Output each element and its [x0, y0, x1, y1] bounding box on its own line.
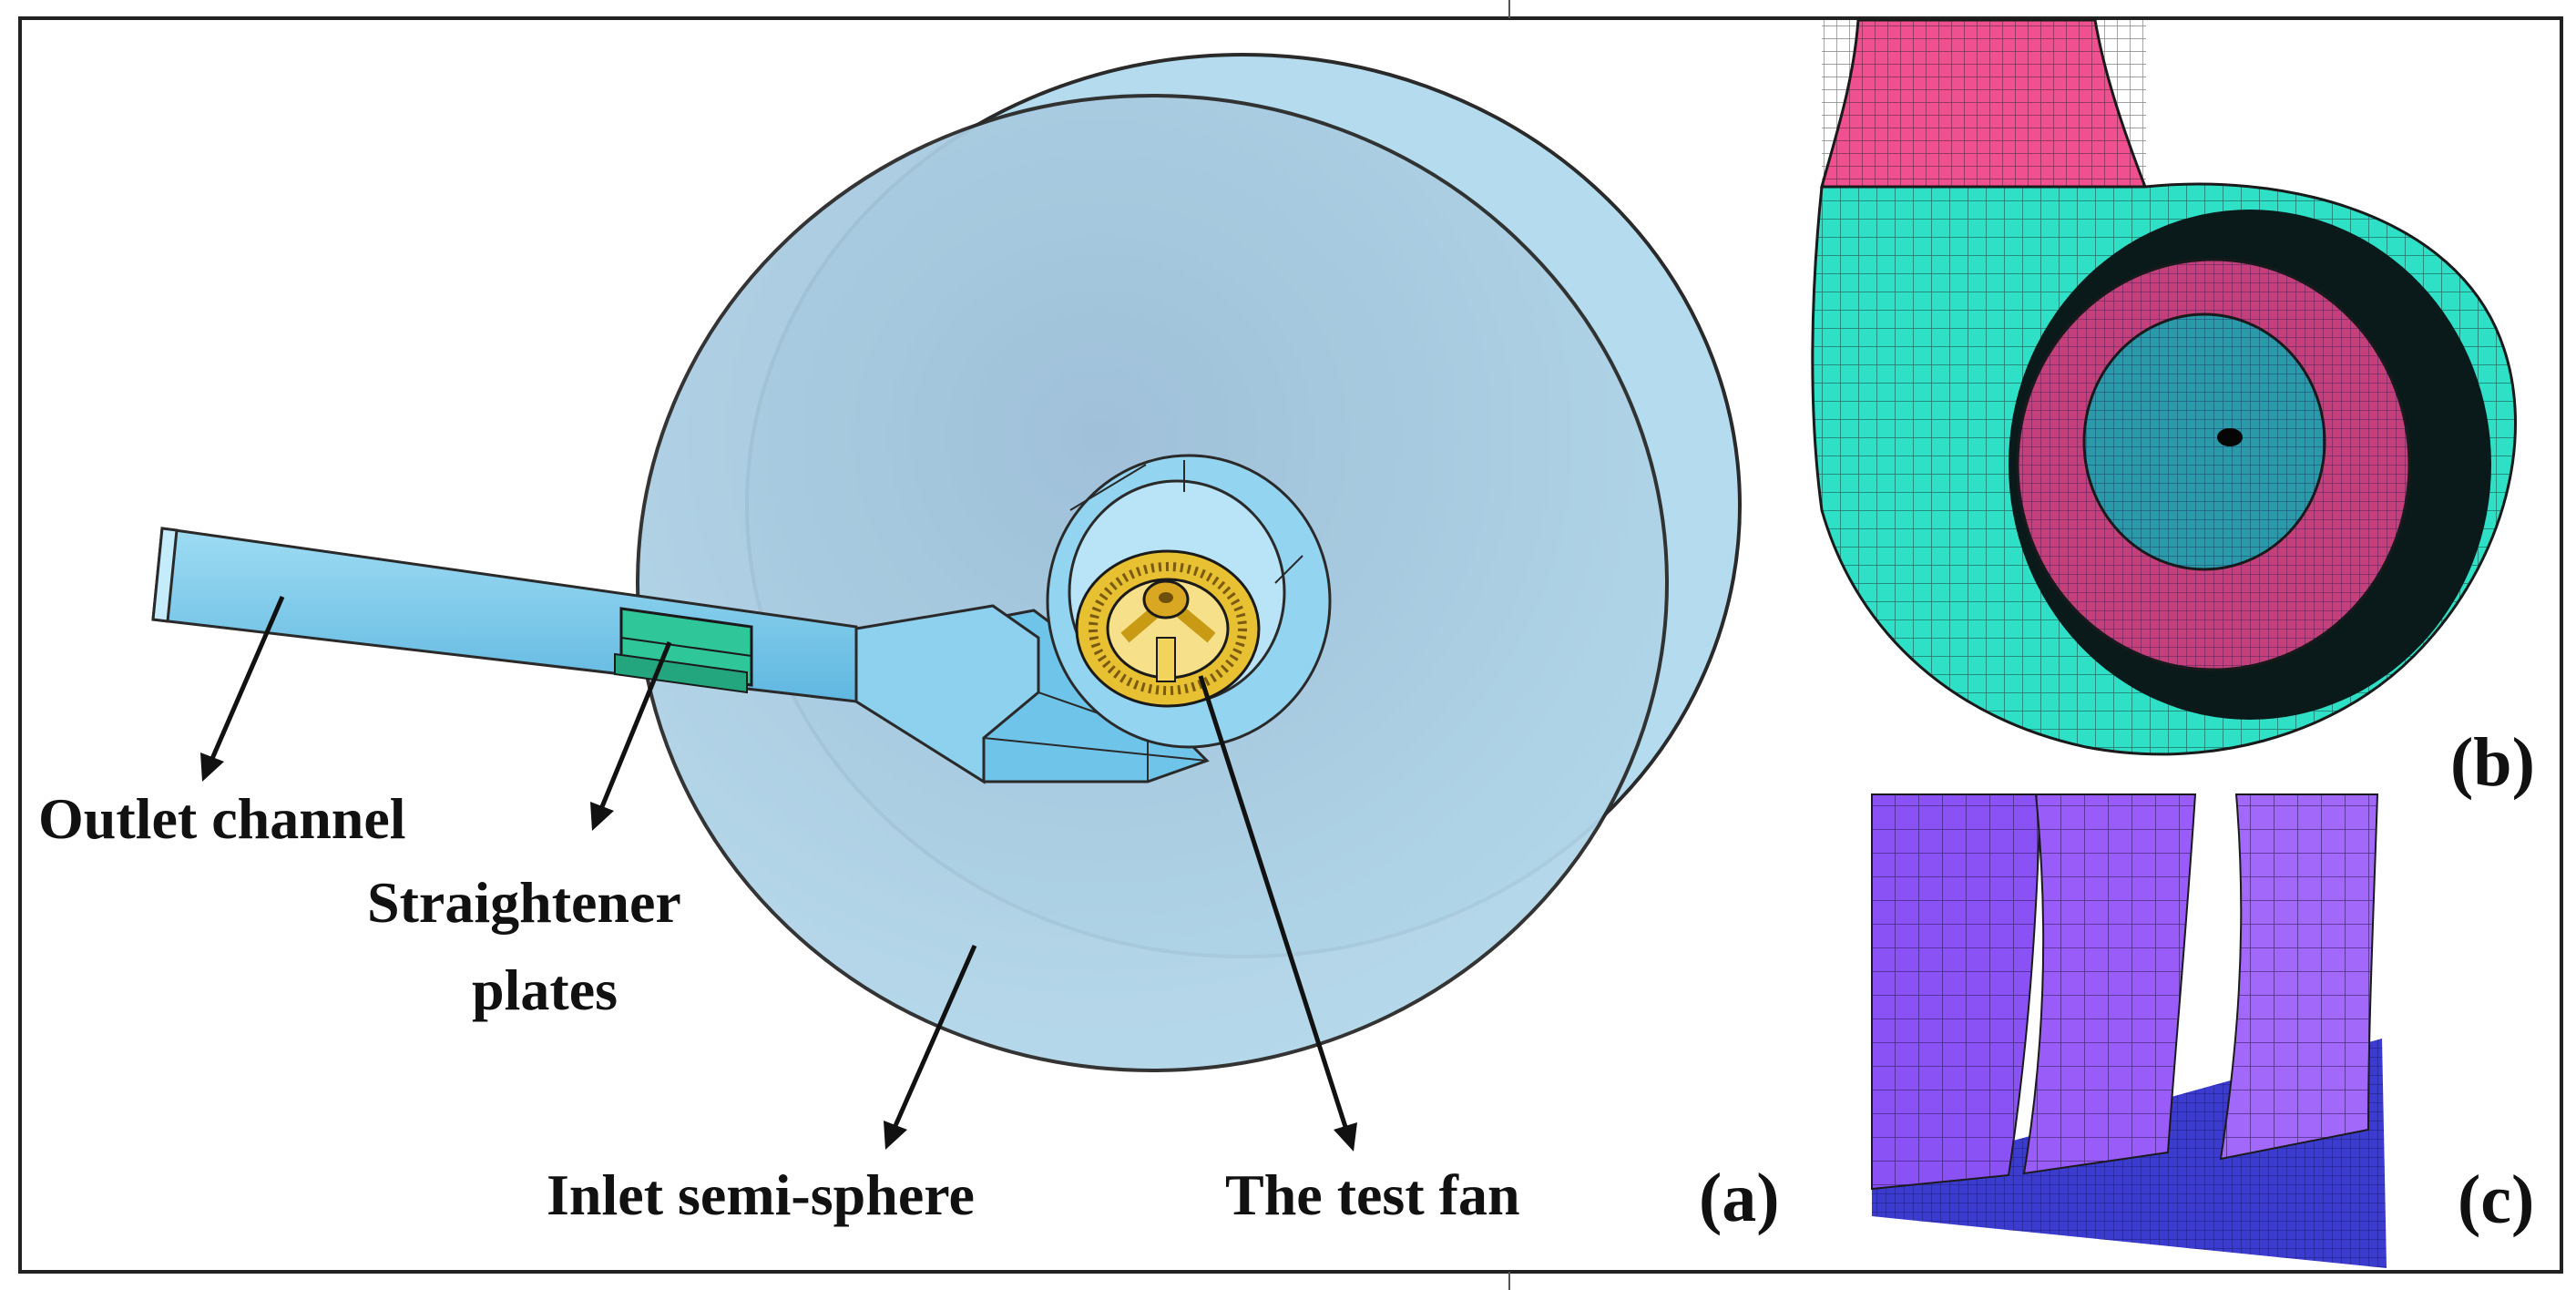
panel-label-a: (a) — [1699, 1160, 1780, 1236]
label-straightener-line2: plates — [472, 957, 618, 1022]
panel-label-c: (c) — [2458, 1162, 2534, 1238]
label-straightener-line1: Straightener — [367, 870, 681, 935]
mesh-blade-1 — [1871, 793, 2042, 1191]
panel-label-b: (b) — [2450, 724, 2535, 801]
panel-a-model: Outlet channel Straightener plates Inlet… — [38, 53, 1780, 1236]
test-fan — [1075, 549, 1261, 708]
straightener-plates — [614, 607, 753, 694]
mesh-blade-3 — [2219, 793, 2379, 1161]
outlet-channel-end — [151, 527, 179, 623]
figure-border — [18, 16, 2563, 1274]
annotation-arrows — [200, 596, 1357, 1152]
mesh-blade-2 — [2022, 793, 2197, 1175]
panel-b-mesh: (b) — [1811, 18, 2535, 801]
label-outlet-channel: Outlet channel — [38, 786, 406, 851]
panel-c-mesh: (c) — [1871, 793, 2534, 1268]
label-test-fan: The test fan — [1225, 1162, 1520, 1227]
label-inlet-semi-sphere: Inlet semi-sphere — [547, 1162, 975, 1227]
volute-diffuser-face — [854, 604, 1040, 784]
